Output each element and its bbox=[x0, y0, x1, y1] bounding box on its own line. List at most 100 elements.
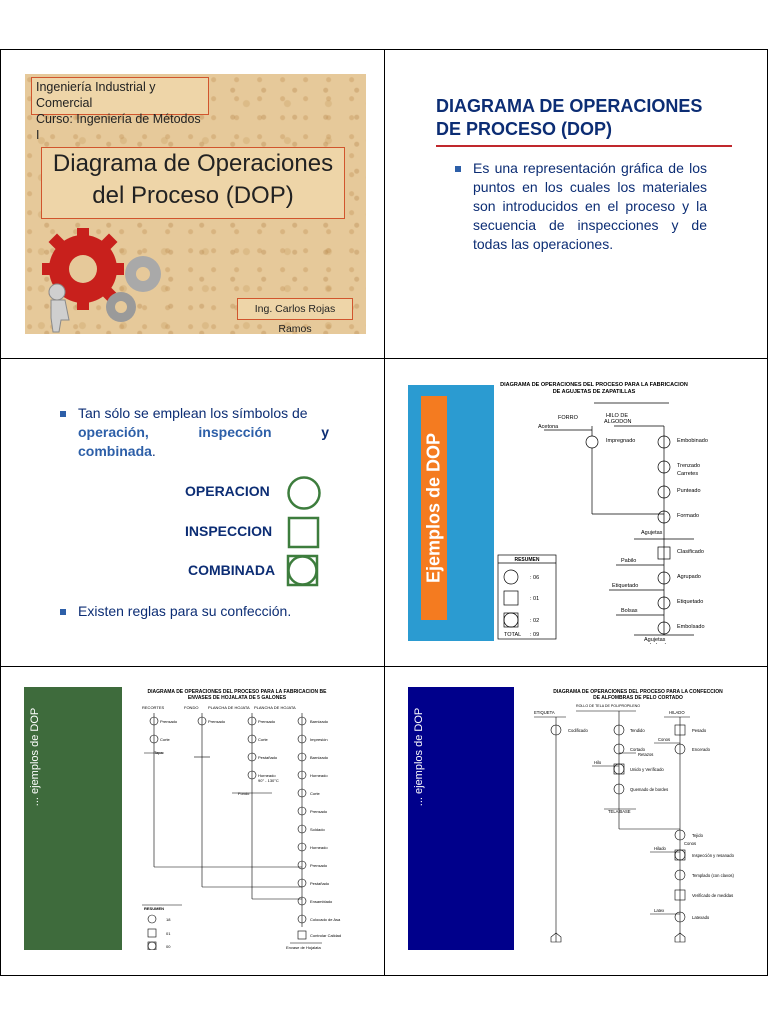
title-box: Diagrama de Operaciones del Proceso (DOP… bbox=[41, 147, 345, 219]
label: Horneado bbox=[258, 773, 276, 778]
label: Embolsado bbox=[677, 624, 705, 630]
label: Verificado de medidas bbox=[692, 893, 733, 898]
course-line-1: Ingeniería Industrial y Comercial bbox=[36, 80, 156, 110]
label: TELA BASE bbox=[608, 809, 631, 814]
resumen-value: : 02 bbox=[530, 618, 539, 624]
label: Fondo bbox=[238, 791, 250, 796]
label: Tendido bbox=[630, 728, 645, 733]
label: Corte bbox=[310, 791, 321, 796]
label: Codificado bbox=[568, 728, 588, 733]
dop-diagram: DIAGRAMA DE OPERACIONES DEL PROCESO PARA… bbox=[497, 382, 708, 644]
course-box: Ingeniería Industrial y Comercial Curso:… bbox=[31, 77, 209, 142]
operation-circle-icon bbox=[287, 476, 321, 510]
diagram-lines bbox=[142, 713, 322, 950]
label: Hilo bbox=[594, 760, 602, 765]
label: Acetona bbox=[538, 424, 559, 430]
label: FORRO bbox=[558, 415, 579, 421]
resumen-title: RESUMEN bbox=[144, 906, 164, 911]
word-y: y bbox=[321, 424, 329, 440]
label: Barnizado bbox=[310, 755, 329, 760]
label: Retazos bbox=[638, 752, 653, 757]
slide-3-bullet-2: Existen reglas para su confección. bbox=[78, 603, 292, 619]
label: Carretes bbox=[677, 471, 698, 477]
title-line-2: del Proceso (DOP) bbox=[92, 182, 294, 209]
label: Agujetas bbox=[641, 530, 663, 536]
slide-1: Ingeniería Industrial y Comercial Curso:… bbox=[1, 50, 384, 358]
side-panel bbox=[24, 687, 122, 950]
label: Punteado bbox=[677, 488, 701, 494]
label: Agrupado bbox=[677, 574, 701, 580]
label: Prensado bbox=[208, 719, 226, 724]
slide-3-bullet-1: Tan sólo se emplean los símbolos de oper… bbox=[78, 404, 329, 461]
side-title-bar bbox=[421, 396, 447, 620]
label: Templado (con clavos) bbox=[692, 873, 734, 878]
title-line-1: Diagrama de Operaciones bbox=[52, 150, 334, 177]
diagram-area bbox=[494, 385, 767, 641]
label: Pesado bbox=[692, 728, 707, 733]
label: ROLLO DE TELA DE POLIPROPILENO bbox=[576, 704, 640, 708]
resumen-value: : 06 bbox=[530, 575, 539, 581]
label: Conos bbox=[684, 841, 696, 846]
label: PLANCHA DE HOJATA bbox=[254, 705, 296, 710]
total-label: TOTAL bbox=[504, 632, 521, 638]
inspection-square-icon bbox=[287, 516, 320, 549]
bullet-1-end: . bbox=[151, 443, 156, 459]
label: Prensado bbox=[258, 719, 276, 724]
label: Inspección y resanado bbox=[692, 853, 735, 858]
slide-4: Ejemplos de DOP DIAGRAMA DE OPERACIONES … bbox=[385, 359, 767, 666]
resumen-table: RESUMEN : 06 : 01 : 02 TOTAL : 09 bbox=[497, 554, 557, 640]
bullet-square-icon bbox=[60, 609, 66, 615]
bullet-square-icon bbox=[60, 411, 66, 417]
label: Latexado bbox=[692, 915, 710, 920]
label: FONDO bbox=[184, 705, 198, 710]
slide-grid: Ingeniería Industrial y Comercial Curso:… bbox=[0, 49, 768, 976]
side-title: ... ejemplos de DOP bbox=[29, 707, 41, 807]
label-operacion: OPERACION bbox=[185, 483, 270, 499]
label: ALGODON bbox=[604, 419, 632, 425]
slide-3: Tan sólo se emplean los símbolos de oper… bbox=[1, 359, 384, 666]
label: Bolsas bbox=[621, 608, 638, 614]
label: Corte bbox=[160, 737, 171, 742]
label: Hilado bbox=[654, 846, 667, 851]
label: Tapa bbox=[154, 750, 163, 755]
label: Ensamblado bbox=[310, 899, 333, 904]
label: HILO DE bbox=[606, 413, 628, 419]
label: Agujetas bbox=[644, 637, 666, 643]
label: Prensado bbox=[160, 719, 178, 724]
label: Prensado bbox=[310, 863, 328, 868]
label: Barnizado bbox=[310, 719, 329, 724]
label: Tejido bbox=[692, 833, 704, 838]
grid-line bbox=[0, 49, 1, 976]
diagram-title-1: DIAGRAMA DE OPERACIONES DEL PROCESO PARA… bbox=[148, 689, 328, 695]
gears-illustration bbox=[42, 228, 161, 333]
resumen-value: 00 bbox=[166, 944, 171, 949]
label: Pabilo bbox=[621, 558, 636, 564]
label: Corte bbox=[258, 737, 269, 742]
combined-symbol-icon bbox=[286, 554, 319, 587]
symbol-words: operación, inspección y bbox=[78, 423, 329, 442]
label: Latex bbox=[654, 908, 665, 913]
diagram-title-2: DE AGUJETAS DE ZAPATILLAS bbox=[553, 389, 636, 395]
resumen-value: 01 bbox=[166, 931, 171, 936]
label: Colocado de Asa bbox=[310, 917, 341, 922]
parchment-background: Ingeniería Industrial y Comercial Curso:… bbox=[25, 74, 366, 335]
slide-2-title-line-1: DIAGRAMA DE OPERACIONES bbox=[436, 96, 703, 116]
diagram-title-1: DIAGRAMA DE OPERACIONES DEL PROCESO PARA… bbox=[500, 382, 688, 388]
label: Etiquetado bbox=[612, 583, 638, 589]
label: Pestañado bbox=[310, 881, 330, 886]
label: Formado bbox=[677, 513, 699, 519]
label: Impregnado bbox=[606, 438, 635, 444]
course-line-2: Curso: Ingeniería de Métodos I bbox=[36, 112, 201, 142]
resumen-value: 18 bbox=[166, 917, 171, 922]
label: Encerado bbox=[692, 747, 711, 752]
label: Etiquetado bbox=[677, 599, 703, 605]
dop-diagram: DIAGRAMA DE OPERACIONES DEL PROCESO PARA… bbox=[142, 689, 341, 950]
label: Soldado bbox=[310, 827, 325, 832]
label: Clasificado bbox=[677, 549, 704, 555]
label: ETIQUETA bbox=[534, 710, 555, 715]
label: HILADO bbox=[669, 710, 685, 715]
title-underline bbox=[436, 145, 732, 147]
slide-2-bullet: Es una representación gráfica de los pun… bbox=[473, 160, 707, 252]
diagram-title-2: DE ALFOMBRAS DE PELO CORTADO bbox=[593, 695, 683, 701]
label: 90° - 130°C bbox=[258, 778, 279, 783]
